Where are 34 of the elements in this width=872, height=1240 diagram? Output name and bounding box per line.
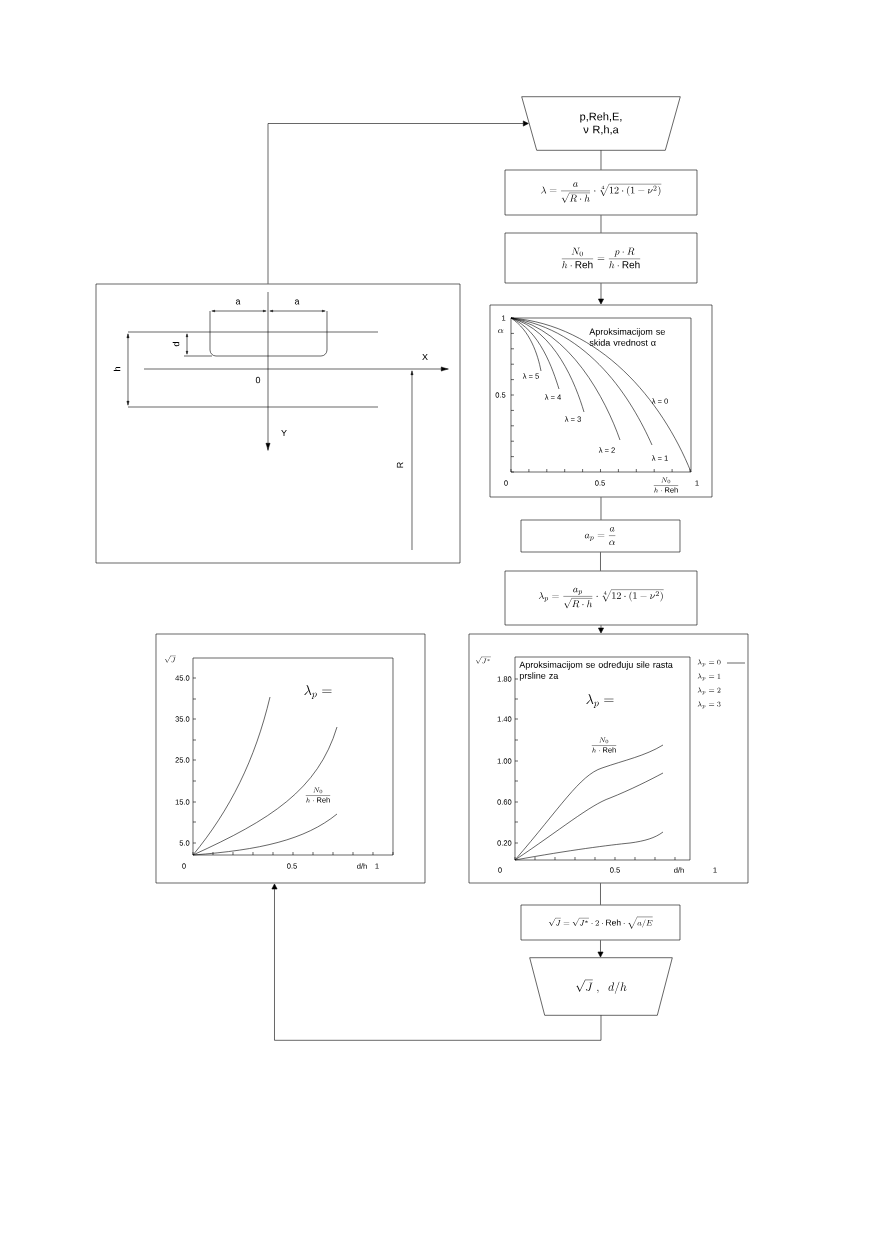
- input-trapezoid: p,Reh,E, ν R,h,a: [521, 96, 681, 151]
- axis-label: Y: [281, 429, 287, 437]
- legend-entry: $\lambda_p = 1$: [697, 673, 721, 681]
- formula-label: $\lambda_p =$: [304, 684, 332, 700]
- legend-entry: $\lambda_p = 2$: [697, 687, 721, 695]
- note-text: Aproksimacijom se određuju sile rasta prsline za: [519, 661, 673, 681]
- formula-box: $\lambda = \frac{a}{\sqrt{R\cdot h}}\cdot\sqrt[4]{12\cdot(1-\nu^{2})}$: [504, 169, 698, 216]
- formula-box: $\lambda_p = \frac{a_p}{\sqrt{R\cdot h}}\cdot\sqrt[4]{12\cdot(1-\nu^{2})}$: [504, 570, 698, 626]
- arrow: [598, 625, 604, 634]
- legend-entry: $\lambda_p = 3$: [697, 701, 721, 709]
- arrow: [597, 940, 604, 958]
- axis-label: 0: [255, 376, 261, 384]
- dimension-label: R: [396, 462, 404, 468]
- dimension-label: h: [113, 367, 121, 371]
- axis-label: X: [422, 353, 428, 361]
- axis-label: $\sqrt{J}$: [164, 655, 176, 663]
- arrow: [271, 883, 602, 1041]
- dimension-label: a: [235, 299, 241, 305]
- note-text: Aproksimacijom se skida vrednost α: [589, 328, 665, 346]
- curve-label: $\frac{N_0}{h\cdot \mathrm{Reh}}$: [591, 737, 617, 753]
- dimension-label: a: [294, 299, 300, 305]
- output-trapezoid: $\sqrt{J}\;,\;\; d/h$: [529, 957, 673, 1016]
- curve-label: $\frac{N_0}{h\cdot \mathrm{Reh}}$: [305, 787, 331, 803]
- axis-label: $\alpha$: [498, 328, 504, 334]
- arrow: [598, 283, 604, 305]
- legend-entry: $\lambda_p = 0$: [697, 659, 721, 667]
- axis-label: $\sqrt{J^{*}}$: [475, 656, 491, 664]
- formula-box: $\frac{N_0}{h\cdot \mathrm{Reh}} = \frac{p\cdot R}{h\cdot \mathrm{Reh}}$: [504, 232, 698, 284]
- dimension-label: d: [172, 342, 180, 347]
- formula-label: $\lambda_p =$: [586, 693, 614, 709]
- axis-label: $\frac{N_0}{h\cdot \mathrm{Reh}}$: [653, 477, 679, 493]
- arrow: [267, 120, 529, 284]
- formula-box: $a_p = \frac{a}{\alpha}$: [520, 519, 681, 553]
- formula-box: $\sqrt{J} = \sqrt{J^{*}}\cdot 2\cdot \mathrm{Reh}\cdot\sqrt{a/E}$: [520, 904, 681, 941]
